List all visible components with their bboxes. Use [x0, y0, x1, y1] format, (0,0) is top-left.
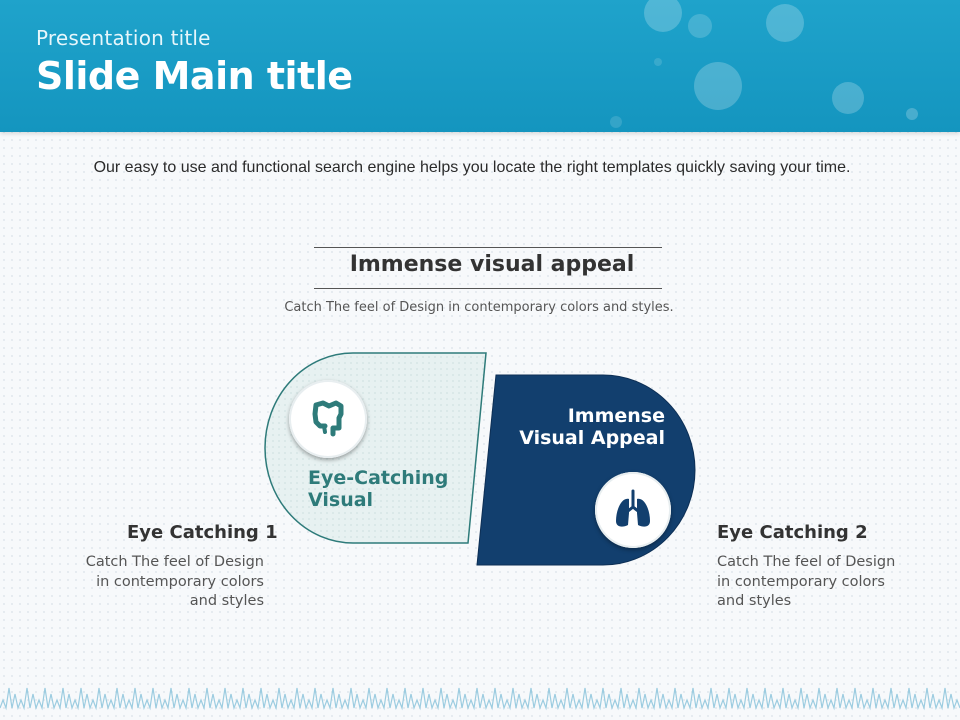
eye-catching-1-line2: in contemporary colors — [96, 573, 264, 590]
decor-bubble — [688, 14, 712, 38]
eye-catching-1-title: Eye Catching 1 — [127, 522, 278, 543]
eye-catching-2-body: Catch The feel of Design in contemporary… — [717, 553, 907, 612]
visual-appeal-shape — [476, 374, 696, 566]
eye-catching-shape — [264, 352, 487, 544]
visual-appeal-label: Immense Visual Appeal — [490, 405, 665, 449]
visual-appeal-label-line2: Visual Appeal — [519, 427, 665, 449]
decor-bubble — [766, 4, 804, 42]
decor-bubble — [832, 82, 864, 114]
slide-main-title: Slide Main title — [36, 54, 353, 98]
heading-rule-bottom — [314, 288, 662, 289]
intro-text: Our easy to use and functional search en… — [93, 159, 851, 176]
presentation-title: Presentation title — [36, 26, 211, 50]
eye-catching-2-line1: Catch The feel of Design — [717, 554, 896, 570]
decor-bubble — [644, 0, 682, 32]
eye-catching-1-line3: and styles — [189, 593, 264, 609]
footer-wave-decoration — [0, 687, 960, 711]
header-banner: Presentation title Slide Main title — [0, 0, 960, 132]
eye-catching-label-line1: Eye-Catching — [308, 467, 449, 489]
eye-catching-label-line2: Visual — [308, 489, 374, 511]
decor-bubble — [694, 62, 742, 110]
decor-bubble — [654, 58, 662, 66]
eye-catching-label: Eye-Catching Visual — [308, 467, 478, 511]
eye-catching-2-title: Eye Catching 2 — [717, 522, 868, 543]
section-heading: Immense visual appeal — [349, 252, 635, 277]
intestine-icon — [312, 400, 344, 437]
visual-appeal-label-line1: Immense — [567, 405, 665, 427]
heading-rule-top — [314, 247, 662, 248]
intestine-icon-badge — [289, 380, 367, 458]
footer-wave-line — [0, 687, 960, 711]
eye-catching-2-line3: and styles — [717, 593, 792, 609]
decor-bubble — [906, 108, 918, 120]
section-subheading: Catch The feel of Design in contemporary… — [284, 300, 674, 315]
eye-catching-1-body: Catch The feel of Design in contemporary… — [74, 553, 264, 612]
decor-bubble — [610, 116, 622, 128]
eye-catching-1-line1: Catch The feel of Design — [85, 554, 264, 570]
lungs-icon-badge — [595, 472, 671, 548]
lungs-icon — [616, 489, 650, 527]
eye-catching-2-line2: in contemporary colors — [717, 573, 885, 590]
